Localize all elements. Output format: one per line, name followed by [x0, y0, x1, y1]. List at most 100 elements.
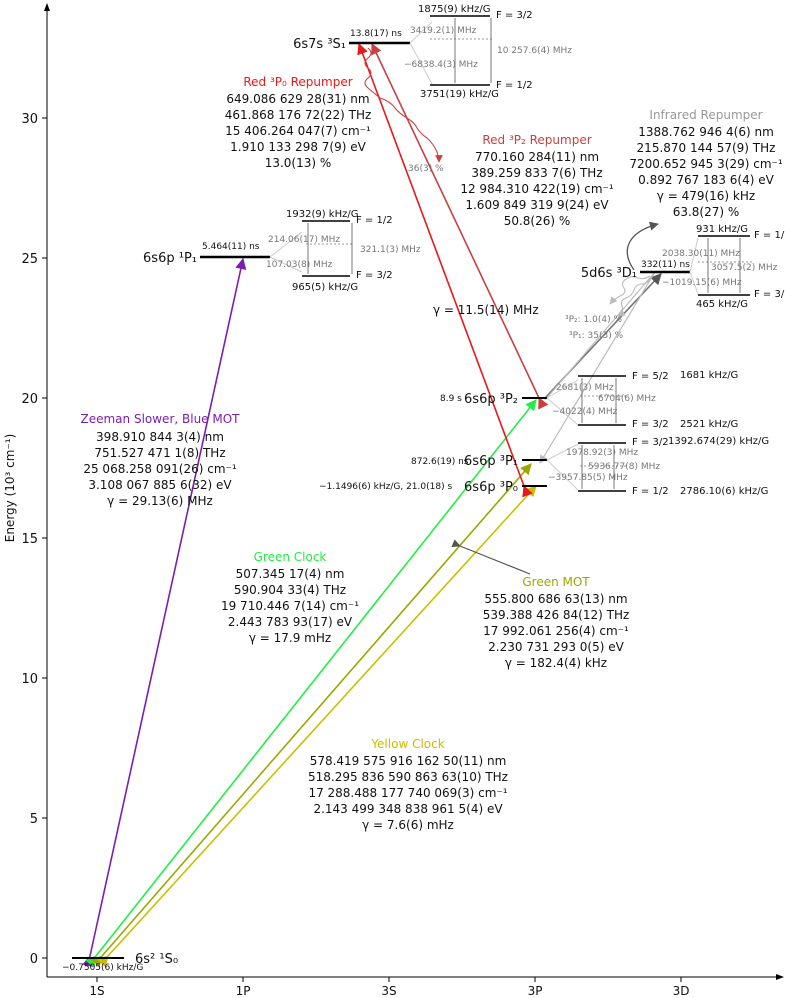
y-tick-label: 0 [30, 952, 38, 967]
hf-1p1-split-b: 107.03(8) MHz [266, 260, 333, 270]
yellow-clock-line: 17 288.488 177 740 069(3) cm⁻¹ [308, 786, 507, 800]
red-p0-line: 649.086 629 28(31) nm [226, 92, 369, 106]
hf-3d1-top-g: 931 kHz/G [696, 224, 748, 235]
yellow-clock-line: 578.419 575 916 162 50(11) nm [310, 754, 507, 768]
red-p0-repumper-arrow [357, 42, 533, 498]
red-p2-line: 50.8(26) % [504, 214, 571, 228]
green-clock-line: 507.345 17(4) nm [236, 567, 345, 581]
y-tick-label: 20 [21, 392, 38, 407]
x-tick-label: 3S [381, 984, 396, 998]
hf-3p2-f-bottom: F = 3/2 [632, 419, 669, 430]
red-p0-line: 15 406.264 047(7) cm⁻¹ [225, 124, 371, 138]
y-tick-label: 25 [21, 252, 38, 267]
transition-arrows [82, 42, 662, 968]
hf-connector [269, 231, 303, 258]
level-3p0-g-lifetime: −1.1496(6) kHz/G, 21.0(18) s [319, 482, 452, 492]
level-3p2-label: 6s6p ³P₂ [464, 392, 518, 407]
d1-branch-p1: ³P₁: 35(3) % [569, 331, 624, 341]
hf-1p1-bottom-g: 965(5) kHz/G [292, 282, 358, 293]
zeeman-block: Zeeman Slower, Blue MOT 398.910 844 3(4)… [81, 412, 241, 508]
green-mot-block: Green MOT 555.800 686 63(13) nm 539.388 … [483, 575, 630, 670]
hf-3p1-bottom-g: 2786.10(6) kHz/G [680, 486, 768, 497]
level-1p1-lifetime: 5.464(11) ns [202, 242, 260, 252]
hf-3p2-split-total: 6704(6) MHz [598, 394, 656, 404]
energy-levels [72, 41, 690, 959]
green-mot-arrow [91, 463, 532, 968]
hf-3d1-bottom-g: 465 kHz/G [696, 299, 748, 310]
zeeman-line: 398.910 844 3(4) nm [96, 430, 224, 444]
green-mot-line: 17 992.061 256(4) cm⁻¹ [483, 624, 629, 638]
red-p0-block: Red ³P₀ Repumper 649.086 629 28(31) nm 4… [225, 75, 372, 170]
green-clock-line: 2.443 783 93(17) eV [228, 615, 353, 629]
hf-3p1-split-total: 5936.77(8) MHz [588, 462, 660, 472]
hf-3p2-bottom-g: 2521 kHz/G [680, 419, 738, 430]
axes: 0 5 10 15 20 25 30 Energy (10³ cm⁻¹) 1S … [3, 3, 784, 998]
hf-connector [689, 271, 699, 295]
d1-wavy-decay-p1 [617, 275, 653, 317]
hf-3d1-split-b: −1019.15(6) MHz [662, 278, 742, 288]
level-3d1-lifetime: 332(11) ns [641, 260, 690, 270]
red-p2-repumper-arrow [371, 42, 549, 410]
hf-3p1-f-top: F = 3/2 [632, 437, 669, 448]
red-p0-line: 461.868 176 72(22) THz [225, 108, 372, 122]
infrared-repumper-curved-arrow [626, 221, 659, 271]
hyperfine-structures [269, 15, 752, 492]
hf-3s1-split-a: 3419.2(1) MHz [410, 26, 477, 36]
hf-3p1-split-a: 1978.92(3) MHz [566, 448, 638, 458]
ground-state-label: 6s² ¹S₀ [135, 952, 178, 967]
hf-3d1-f-top: F = 1/2 [754, 230, 785, 241]
hf-1p1-top-g: 1932(9) kHz/G [286, 209, 358, 220]
hf-3d1-split-total: 3057.5(2) MHz [711, 263, 778, 273]
level-3p0-label: 6s6p ³P₀ [464, 480, 518, 495]
infrared-line: 0.892 767 183 6(4) eV [638, 173, 774, 187]
x-tick-label: 3D [673, 984, 690, 998]
yellow-clock-arrow [97, 485, 537, 968]
green-mot-line: γ = 182.4(4) kHz [505, 656, 607, 670]
red-p2-line: 12 984.310 422(19) cm⁻¹ [460, 182, 613, 196]
red-p0-line: 1.910 133 298 7(9) eV [230, 140, 366, 154]
hf-connector [269, 256, 303, 273]
red-p2-line: 389.259 833 7(6) THz [471, 166, 602, 180]
infrared-line: 7200.652 945 3(29) cm⁻¹ [629, 157, 782, 171]
red-p0-line: 13.0(13) % [265, 156, 332, 170]
hf-3s1-f-top: F = 3/2 [496, 10, 533, 21]
hf-connector [546, 443, 579, 461]
zeeman-title: Zeeman Slower, Blue MOT [81, 412, 241, 426]
y-tick-label: 5 [30, 812, 38, 827]
hf-1p1-split-total: 321.1(3) MHz [360, 245, 421, 255]
y-tick-label: 15 [21, 532, 38, 547]
level-3d1-label: 5d6s ³D₁ [581, 266, 637, 281]
x-tick-label: 1S [89, 984, 104, 998]
zeeman-line: 25 068.258 091(26) cm⁻¹ [83, 462, 236, 476]
hf-3s1-bottom-g: 3751(19) kHz/G [420, 89, 499, 100]
yellow-clock-title: Yellow Clock [370, 737, 444, 751]
level-3p1-label: 6s6p ³P₁ [464, 454, 518, 469]
infrared-line: 1388.762 946 4(6) nm [638, 125, 774, 139]
green-mot-pointer-arrow [451, 539, 531, 575]
level-3p1-lifetime: 872.6(19) ns [411, 457, 469, 467]
level-3p2-lifetime: 8.9 s [440, 394, 462, 404]
d1-decay-line-p2 [544, 271, 656, 401]
infrared-line: γ = 479(16) kHz [657, 189, 755, 203]
level-3s1-lifetime: 13.8(17) ns [350, 29, 402, 39]
hf-connector [546, 459, 579, 491]
hf-connector [409, 42, 433, 85]
d1-decay-line-p1 [539, 271, 656, 464]
green-clock-line: γ = 17.9 mHz [249, 631, 331, 645]
hf-3d1-f-bottom: F = 3/2 [754, 289, 785, 300]
red-p0-title: Red ³P₀ Repumper [243, 75, 352, 89]
s7s-linewidth: γ = 11.5(14) MHz [433, 303, 539, 317]
d1-wavy-decay-p2 [609, 275, 651, 305]
infrared-block: Infrared Repumper 1388.762 946 4(6) nm 2… [629, 108, 782, 219]
x-tick-label: 3P [528, 984, 543, 998]
s7s-wavy-decay-arrow [364, 47, 443, 163]
green-mot-title: Green MOT [522, 575, 590, 589]
green-clock-title: Green Clock [254, 550, 327, 564]
d1-branch-p2: ³P₂: 1.0(4) % [565, 315, 622, 325]
y-axis-arrow [44, 3, 50, 11]
red-p2-line: 1.609 849 319 9(24) eV [465, 198, 609, 212]
hf-3p2-f-top: F = 5/2 [632, 371, 669, 382]
hf-3p2-split-a: 2681(3) MHz [556, 383, 614, 393]
hf-3p1-f-bottom: F = 1/2 [632, 486, 669, 497]
yellow-clock-line: γ = 7.6(6) mHz [362, 818, 454, 832]
